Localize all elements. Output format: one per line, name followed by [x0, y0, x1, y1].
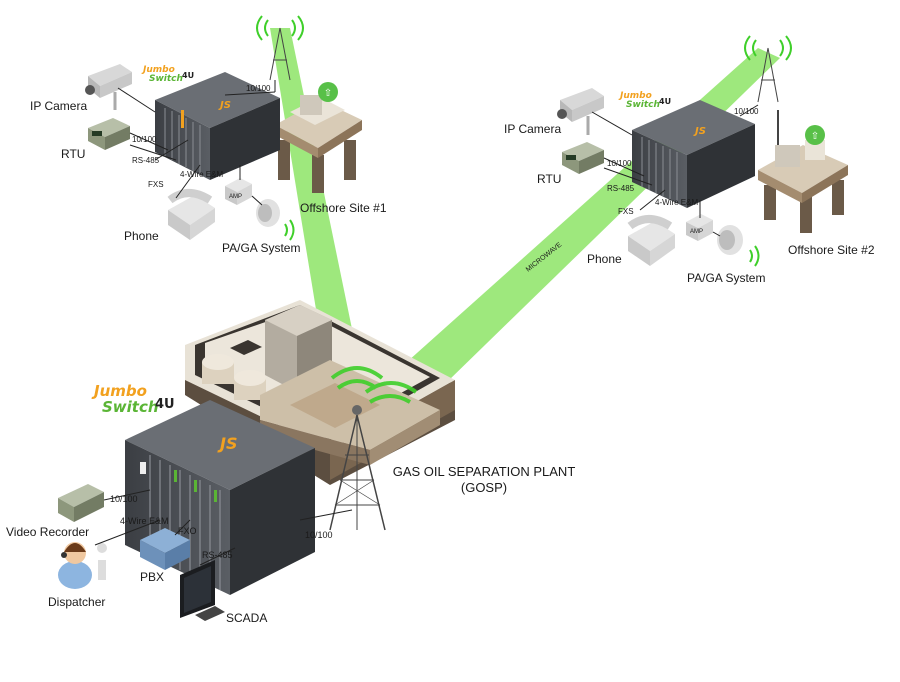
site1-4wire: 4-Wire E&M [180, 170, 223, 179]
amp-site2 [686, 214, 713, 241]
site1-phone-label: Phone [124, 229, 159, 243]
ip-camera-site2 [557, 88, 604, 135]
offshore-platform-1: ⇧ [275, 82, 362, 193]
plant-4wire: 4-Wire E&M [120, 516, 169, 526]
ip-camera-site1 [85, 64, 132, 110]
plant-fxo: FXO [178, 526, 197, 536]
svg-text:4U: 4U [182, 71, 194, 80]
phone-site2 [627, 215, 675, 266]
site2-name-label: Offshore Site #2 [788, 243, 875, 257]
site2-4wire: 4-Wire E&M [655, 198, 698, 207]
pa-speaker-site2 [717, 225, 760, 267]
plant-tower [329, 366, 418, 531]
jumbo-switch-site2 [632, 100, 755, 208]
site2-tower [744, 35, 792, 103]
rtu-site2 [562, 142, 604, 174]
plant-link-tower: 10/100 [305, 530, 333, 540]
pbx [140, 528, 190, 570]
svg-text:⇧: ⇧ [811, 131, 819, 142]
dispatcher [58, 542, 107, 589]
dispatcher-label: Dispatcher [48, 595, 105, 609]
video-recorder-label: Video Recorder [6, 525, 89, 539]
site1-rtu-label: RTU [61, 147, 85, 161]
pbx-label: PBX [140, 570, 164, 584]
plant-title-line2: (GOSP) [461, 480, 507, 495]
site1-fxs: FXS [148, 180, 164, 189]
svg-text:Switch: Switch [149, 74, 183, 84]
svg-text:Jumbo: Jumbo [141, 65, 175, 75]
plant-title-line1: GAS OIL SEPARATION PLANT [393, 464, 576, 479]
connection-lines [94, 80, 759, 566]
amp-site1 [225, 178, 252, 205]
svg-text:4U: 4U [659, 97, 671, 106]
plant-link-video: 10/100 [110, 494, 138, 504]
site2-ip-camera-label: IP Camera [504, 122, 561, 136]
site1-amp: AMP [229, 194, 242, 200]
jumbo-switch-logo-plant: Jumbo Switch 4U JS [91, 382, 237, 453]
site1-rs485: RS-485 [132, 156, 160, 165]
site2-rtu-label: RTU [537, 172, 561, 186]
site2-fxs: FXS [618, 207, 634, 216]
site1-name-label: Offshore Site #1 [300, 201, 387, 215]
svg-text:4U: 4U [155, 397, 175, 412]
svg-text:Jumbo: Jumbo [91, 382, 147, 400]
jumbo-switch-logo-site1: Jumbo Switch 4U JS [141, 65, 231, 111]
js-mark-site1: JS [218, 100, 231, 111]
svg-text:Jumbo: Jumbo [618, 91, 652, 101]
site1-ip-camera-label: IP Camera [30, 99, 87, 113]
site2-amp: AMP [690, 229, 703, 235]
pa-speaker-site1 [256, 199, 295, 241]
scada-label: SCADA [226, 611, 267, 625]
svg-text:Switch: Switch [102, 398, 159, 416]
site1-tower [256, 15, 304, 81]
site2-link-cam: 10/100 [734, 107, 759, 116]
jumbo-switch-site1 [155, 72, 280, 180]
js-mark-site2: JS [693, 126, 706, 137]
js-mark-plant: JS [217, 434, 237, 453]
svg-text:⇧: ⇧ [324, 88, 332, 99]
svg-text:Switch: Switch [626, 100, 660, 110]
plant-rs485: RS-485 [202, 550, 233, 560]
rtu-site1 [88, 118, 130, 150]
video-recorder [58, 484, 104, 522]
offshore-platform-2: ⇧ [758, 110, 848, 233]
site2-pa-ga-label: PA/GA System [687, 271, 765, 285]
jumbo-switch-logo-site2: Jumbo Switch 4U JS [618, 91, 706, 137]
site1-link-cam: 10/100 [132, 135, 157, 144]
site2-link-rtu: 10/100 [607, 159, 632, 168]
site1-link-radio: 10/100 [246, 84, 271, 93]
site2-rs485: RS-485 [607, 184, 635, 193]
phone-site1 [167, 189, 215, 240]
site2-phone-label: Phone [587, 252, 622, 266]
scada-monitor [180, 560, 225, 621]
site1-pa-ga-label: PA/GA System [222, 241, 300, 255]
